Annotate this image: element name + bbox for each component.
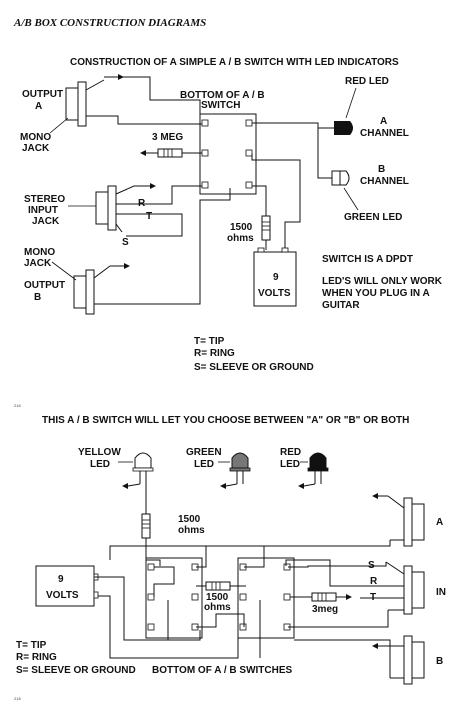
- jack-in-label: IN: [436, 587, 446, 598]
- green-led2-label-2: LED: [194, 459, 214, 470]
- output-a-jack: [65, 74, 124, 127]
- red-led: [334, 121, 353, 135]
- resistor-1500-mid-label: 1500: [206, 592, 229, 603]
- jack-b-label: B: [436, 656, 443, 667]
- stereo-pin-t: T: [146, 211, 152, 222]
- resistor-3meg-label: 3 MEG: [152, 132, 183, 143]
- legend2-sleeve: S= SLEEVE OR GROUND: [16, 665, 136, 676]
- b-channel-label: CHANNEL: [360, 176, 409, 187]
- output-b-label: OUTPUT: [24, 280, 65, 291]
- diagram1-heading: CONSTRUCTION OF A SIMPLE A / B SWITCH WI…: [70, 57, 399, 68]
- green-led: [331, 170, 350, 186]
- mono-jack-2-label-2: JACK: [24, 258, 52, 269]
- mono-jack-1-pointer: [49, 117, 69, 134]
- dpdt-switch: [199, 113, 257, 195]
- jack-in: [384, 561, 425, 615]
- green-led2: [229, 452, 251, 484]
- battery2-label: 9: [58, 574, 64, 585]
- legend1-tip: T= TIP: [194, 336, 225, 347]
- output-b-jack: [73, 263, 130, 315]
- green-led2-label: GREEN: [186, 447, 222, 458]
- legend2-tip: T= TIP: [16, 640, 47, 651]
- resistor-1500-top-unit: ohms: [178, 525, 205, 536]
- switches-label: BOTTOM OF A / B SWITCHES: [152, 665, 293, 676]
- resistor-1500-top: [141, 484, 151, 560]
- a-channel-label: CHANNEL: [360, 128, 409, 139]
- jack-b: [372, 635, 425, 685]
- switch-label-2: SWITCH: [201, 100, 240, 111]
- diagram2-wires: [94, 540, 391, 678]
- resistor-1500: [261, 215, 271, 241]
- note-led-1: LED'S WILL ONLY WORK: [322, 276, 443, 287]
- output-b-letter: B: [34, 292, 41, 303]
- output-a-label: OUTPUT: [22, 89, 63, 100]
- note-led-2: WHEN YOU PLUG IN A: [322, 288, 430, 299]
- resistor-1500-mid-unit: ohms: [204, 602, 231, 613]
- diagram1-wires: [104, 76, 334, 305]
- resistor-3meg-2: [290, 592, 352, 602]
- battery-label-2: VOLTS: [258, 288, 291, 299]
- jack-in-pin-r: R: [370, 576, 378, 587]
- battery2: [35, 565, 99, 607]
- yellow-led-label-2: LED: [90, 459, 110, 470]
- red-led-label: RED LED: [345, 76, 389, 87]
- note-dpdt: SWITCH IS A DPDT: [322, 254, 413, 265]
- resistor-1500-unit: ohms: [227, 233, 254, 244]
- output-a-letter: A: [35, 101, 42, 112]
- battery: [253, 247, 297, 307]
- page-mark-1: 216: [14, 403, 21, 408]
- jack-a-label: A: [436, 517, 443, 528]
- stereo-label-3: JACK: [32, 216, 60, 227]
- mono-jack-1-label-2: JACK: [22, 143, 50, 154]
- yellow-led-label: YELLOW: [78, 447, 121, 458]
- led-lead-arrows: [122, 483, 316, 489]
- red-led-pointer: [345, 87, 357, 119]
- legend1-ring: R= RING: [194, 348, 235, 359]
- stereo-pin-s: S: [122, 237, 129, 248]
- yellow-led: [132, 452, 154, 484]
- dpdt-switch-right: [237, 557, 295, 639]
- b-channel-letter: B: [378, 164, 385, 175]
- note-led-3: GUITAR: [322, 300, 360, 311]
- red-led2: [307, 452, 329, 484]
- mono-jack-2-label: MONO: [24, 247, 55, 258]
- resistor-1500-mid: [196, 581, 246, 591]
- green-led-label: GREEN LED: [344, 212, 402, 223]
- mono-jack-1-label: MONO: [20, 132, 51, 143]
- page-mark-2: 218: [14, 696, 21, 701]
- a-channel-letter: A: [380, 116, 387, 127]
- resistor-1500-top-label: 1500: [178, 514, 201, 525]
- resistor-3meg-2-label: 3meg: [312, 604, 338, 615]
- stereo-label-2: INPUT: [28, 205, 58, 216]
- switch-label: BOTTOM OF A / B: [180, 90, 265, 101]
- legend1-sleeve: S= SLEEVE OR GROUND: [194, 362, 314, 373]
- resistor-1500-label: 1500: [230, 222, 253, 233]
- red-led2-label: RED: [280, 447, 301, 458]
- jack-a: [372, 493, 425, 547]
- page-title: A/B BOX CONSTRUCTION DIAGRAMS: [13, 17, 206, 29]
- red-led2-label-2: LED: [280, 459, 300, 470]
- green-led-pointer: [343, 187, 359, 211]
- battery2-label-2: VOLTS: [46, 590, 79, 601]
- stereo-label: STEREO: [24, 194, 65, 205]
- mono-jack-2-pointer: [51, 261, 77, 281]
- legend2-ring: R= RING: [16, 652, 57, 663]
- diagram2-heading: THIS A / B SWITCH WILL LET YOU CHOOSE BE…: [42, 415, 409, 426]
- resistor-3meg: [140, 148, 202, 158]
- stereo-input-jack: [95, 183, 156, 233]
- battery-label: 9: [273, 272, 279, 283]
